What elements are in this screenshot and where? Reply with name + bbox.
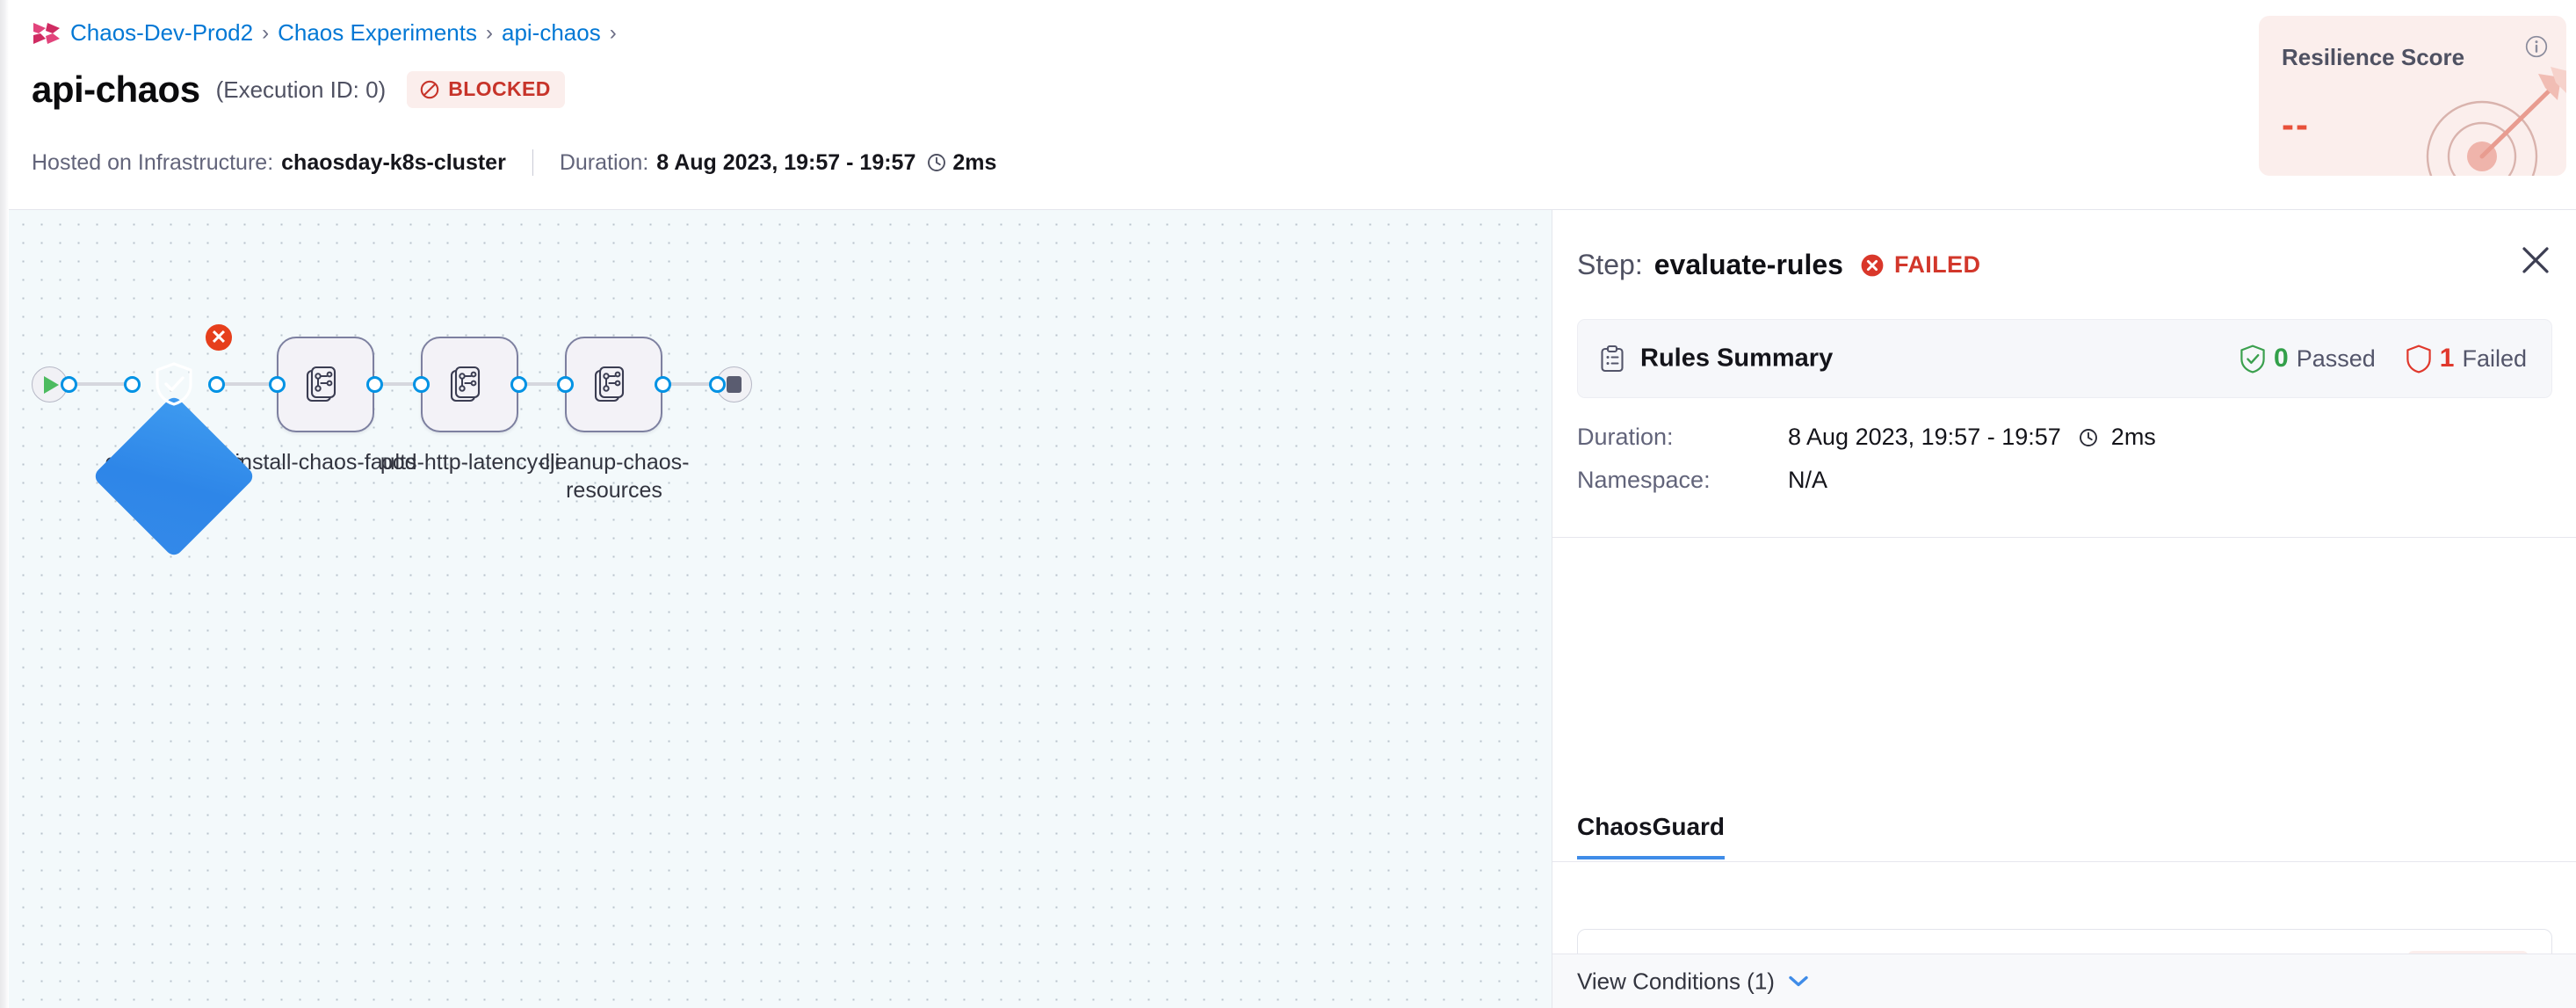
header-meta: Hosted on Infrastructure: chaosday-k8s-c… bbox=[32, 149, 996, 176]
rules-failed-stat: 1 Failed bbox=[2406, 344, 2527, 373]
panel-divider bbox=[1552, 537, 2576, 538]
page-title: api-chaos bbox=[32, 69, 200, 110]
breadcrumb-separator: › bbox=[262, 20, 270, 45]
rules-passed-label: Passed bbox=[2296, 344, 2376, 372]
chaos-fault-icon bbox=[450, 366, 481, 402]
rules-summary-title: Rules Summary bbox=[1640, 344, 1834, 373]
step-name: evaluate-rules bbox=[1653, 249, 1843, 280]
chaos-fault-icon bbox=[594, 366, 625, 402]
breadcrumb-item-0[interactable]: Chaos-Dev-Prod2 bbox=[70, 19, 254, 46]
play-icon bbox=[44, 375, 59, 394]
view-conditions-toggle[interactable]: View Conditions (1) bbox=[1577, 968, 1810, 995]
rules-passed-stat: 0 Passed bbox=[2240, 344, 2376, 373]
resilience-score-value: -- bbox=[2282, 104, 2310, 145]
detail-duration-elapsed: 2ms bbox=[2110, 424, 2156, 450]
rules-failed-count: 1 bbox=[2439, 344, 2455, 373]
execution-id: (Execution ID: 0) bbox=[215, 76, 387, 103]
target-arrow-icon bbox=[2426, 67, 2566, 176]
close-icon[interactable] bbox=[2517, 242, 2554, 279]
graph-port[interactable] bbox=[709, 376, 726, 393]
graph-port[interactable] bbox=[510, 376, 527, 393]
rules-summary-stats: 0 Passed 1 Failed bbox=[2240, 344, 2527, 373]
breadcrumb-item-2[interactable]: api-chaos bbox=[501, 19, 601, 46]
tab-chaosguard[interactable]: ChaosGuard bbox=[1577, 813, 1726, 859]
app-left-gutter bbox=[0, 0, 9, 1008]
status-badge-label: BLOCKED bbox=[448, 77, 551, 100]
graph-port[interactable] bbox=[208, 376, 225, 393]
graph-port[interactable] bbox=[366, 376, 383, 393]
infra-value: chaosday-k8s-cluster bbox=[281, 149, 506, 175]
rules-failed-label: Failed bbox=[2462, 344, 2527, 372]
panel-tabs: ChaosGuard bbox=[1577, 813, 1726, 859]
shield-outline-icon bbox=[2406, 344, 2431, 373]
tabs-underline bbox=[1552, 861, 2576, 862]
duration-label: Duration: bbox=[559, 149, 649, 175]
breadcrumb-separator: › bbox=[485, 20, 493, 45]
graph-port[interactable] bbox=[413, 376, 430, 393]
duration-elapsed: 2ms bbox=[952, 149, 997, 175]
detail-namespace-value: N/A bbox=[1788, 467, 1828, 493]
view-conditions-bar[interactable]: View Conditions (1) bbox=[1552, 954, 2576, 1008]
step-prefix-label: Step: bbox=[1577, 249, 1643, 280]
graph-node-evaluate-rules[interactable]: ✕ bbox=[91, 302, 257, 559]
step-title: Step: evaluate-rules FAILED bbox=[1577, 249, 1980, 281]
info-circle-icon[interactable] bbox=[2524, 34, 2549, 59]
graph-node-label: cleanup-chaos-resources bbox=[539, 450, 690, 503]
breadcrumb-separator-trailing: › bbox=[609, 20, 617, 45]
detail-namespace-label: Namespace: bbox=[1577, 467, 1711, 493]
graph-port[interactable] bbox=[61, 376, 77, 393]
graph-port[interactable] bbox=[557, 376, 574, 393]
resilience-score-card: Resilience Score -- bbox=[2259, 16, 2566, 176]
rules-passed-count: 0 bbox=[2274, 344, 2289, 373]
shield-check-icon bbox=[156, 362, 192, 406]
breadcrumb: Chaos-Dev-Prod2 › Chaos Experiments › ap… bbox=[32, 19, 617, 47]
view-conditions-label: View Conditions (1) bbox=[1577, 968, 1775, 994]
step-status-label: FAILED bbox=[1893, 251, 1981, 278]
duration-value: 8 Aug 2023, 19:57 - 19:57 bbox=[656, 149, 916, 175]
graph-edge bbox=[344, 382, 425, 386]
graph-edge bbox=[69, 382, 132, 386]
graph-node-install-chaos-faults[interactable] bbox=[277, 337, 374, 432]
status-badge: BLOCKED bbox=[407, 71, 565, 108]
graph-edge bbox=[488, 382, 569, 386]
graph-port[interactable] bbox=[124, 376, 141, 393]
rules-summary-card: Rules Summary 0 Passed 1 Failed bbox=[1577, 319, 2552, 398]
stop-icon bbox=[727, 376, 742, 393]
graph-node-pod-http-latency-lji[interactable] bbox=[421, 337, 518, 432]
clipboard-icon bbox=[1601, 344, 1624, 372]
detail-duration-label: Duration: bbox=[1577, 424, 1674, 450]
clock-icon bbox=[928, 154, 946, 171]
shield-check-icon bbox=[2240, 344, 2265, 373]
clock-icon bbox=[2080, 429, 2098, 446]
meta-divider bbox=[532, 149, 533, 176]
infra-label: Hosted on Infrastructure: bbox=[32, 149, 274, 175]
chevron-down-icon[interactable] bbox=[1787, 975, 1810, 989]
pipeline-canvas[interactable]: ✕ evaluate-rules install-chaos-faults bbox=[9, 210, 1552, 1008]
resilience-score-title: Resilience Score bbox=[2282, 44, 2465, 70]
title-row: api-chaos (Execution ID: 0) BLOCKED bbox=[32, 69, 565, 111]
error-x-icon: ✕ bbox=[203, 322, 235, 353]
graph-port[interactable] bbox=[655, 376, 671, 393]
page-header: Chaos-Dev-Prod2 › Chaos Experiments › ap… bbox=[9, 0, 2576, 210]
graph-edge bbox=[216, 382, 285, 386]
detail-duration-text: 8 Aug 2023, 19:57 - 19:57 bbox=[1788, 424, 2061, 450]
graph-node-cleanup-chaos-resources[interactable] bbox=[565, 337, 662, 432]
diamond-shape bbox=[91, 394, 257, 559]
chaos-fault-icon bbox=[306, 366, 336, 402]
step-status: FAILED bbox=[1860, 251, 1980, 279]
breadcrumb-item-1[interactable]: Chaos Experiments bbox=[278, 19, 477, 46]
error-x-icon bbox=[1861, 254, 1884, 276]
harness-logo-icon bbox=[33, 22, 60, 44]
detail-duration-value: 8 Aug 2023, 19:57 - 19:57 2ms bbox=[1788, 424, 2156, 451]
graph-node-label: install-chaos-faults bbox=[235, 450, 417, 475]
execution-graph: ✕ evaluate-rules install-chaos-faults bbox=[9, 210, 1552, 1008]
step-details-panel: Step: evaluate-rules FAILED Rules bbox=[1552, 210, 2576, 1008]
graph-port[interactable] bbox=[269, 376, 286, 393]
step-details-header: Step: evaluate-rules FAILED bbox=[1552, 210, 2576, 319]
rules-summary-title-group: Rules Summary bbox=[1599, 344, 1833, 373]
graph-edge bbox=[633, 382, 717, 386]
graph-node-label: pod-http-latency-lji bbox=[380, 450, 561, 475]
blocked-icon bbox=[420, 80, 439, 98]
